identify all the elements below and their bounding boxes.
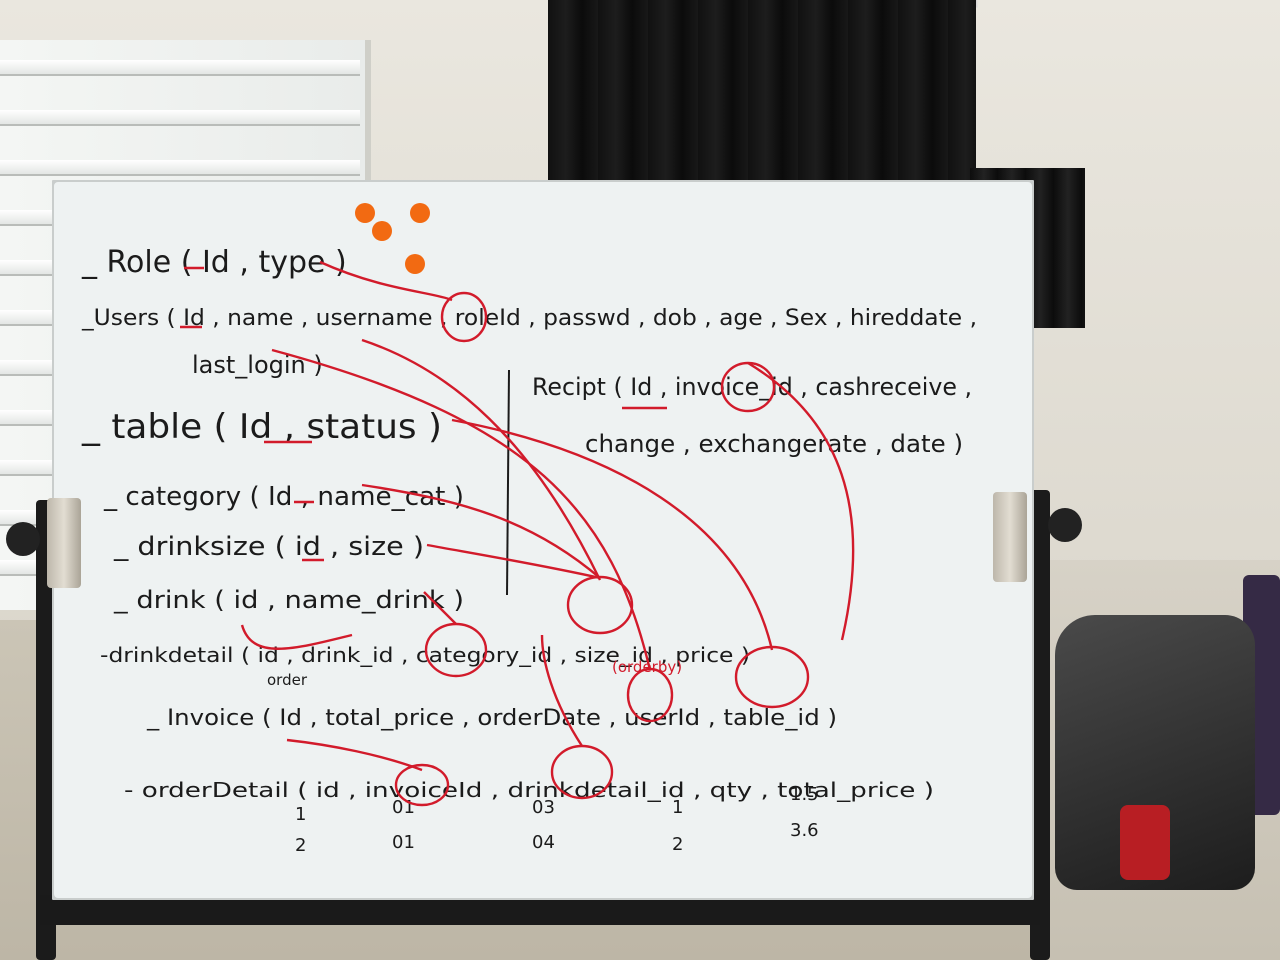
line-category: _ category ( Id , name_cat ) bbox=[103, 482, 464, 512]
relation-arrow bbox=[286, 738, 423, 772]
relation-arrow bbox=[451, 418, 774, 651]
fk-circle bbox=[394, 763, 450, 807]
relation-arrow bbox=[747, 361, 855, 641]
relation-arrow bbox=[319, 260, 453, 302]
relation-arrow bbox=[423, 591, 457, 625]
row-2-total: 3.6 bbox=[790, 820, 819, 841]
line-table: _ table ( Id , status ) bbox=[81, 407, 442, 447]
board-clip-left bbox=[47, 498, 81, 588]
relation-arrow bbox=[271, 348, 652, 671]
line-drinksize: _ drinksize ( id , size ) bbox=[113, 532, 424, 562]
stand-knob-left[interactable] bbox=[6, 522, 40, 556]
row-1-total: 1.5 bbox=[790, 784, 819, 805]
stand-left-leg bbox=[36, 500, 56, 960]
stand-right-leg bbox=[1030, 490, 1050, 960]
line-users-2: last_login ) bbox=[192, 351, 323, 379]
whiteboard: _ Role ( Id , type ) _Users ( Id , name … bbox=[52, 180, 1034, 900]
line-drink: _ drink ( id , name_drink ) bbox=[113, 586, 464, 614]
row-1-drinkdetail: 03 bbox=[532, 797, 555, 818]
annotation-order: order bbox=[267, 671, 308, 689]
row-2-drinkdetail: 04 bbox=[532, 832, 555, 853]
orange-magnet bbox=[405, 254, 425, 274]
blind-slat bbox=[0, 160, 360, 176]
relation-arrow bbox=[540, 634, 584, 747]
row-1-qty: 1 bbox=[672, 797, 683, 818]
orange-magnet bbox=[355, 203, 375, 223]
black-curtain bbox=[548, 0, 976, 190]
relation-arrow bbox=[361, 483, 601, 579]
relation-arrow bbox=[240, 624, 353, 650]
row-1-id: 1 bbox=[295, 804, 306, 825]
orange-magnet bbox=[410, 203, 430, 223]
blind-slat bbox=[0, 110, 360, 126]
blind-slat bbox=[0, 60, 360, 76]
row-2-id: 2 bbox=[295, 835, 306, 856]
line-users-1: _Users ( Id , name , username , roleId ,… bbox=[81, 306, 977, 331]
board-clip-right bbox=[993, 492, 1027, 582]
line-invoice: _ Invoice ( Id , total_price , orderDate… bbox=[146, 706, 837, 731]
line-receipt-1: Recipt ( Id , invoice_id , cashreceive , bbox=[532, 373, 972, 401]
row-2-qty: 2 bbox=[672, 834, 683, 855]
relation-arrow bbox=[361, 338, 602, 581]
relation-arrow bbox=[426, 543, 601, 580]
annotation-orderby: (orderby) bbox=[612, 658, 682, 676]
orange-magnet bbox=[372, 221, 392, 241]
divider-line bbox=[506, 369, 510, 596]
line-role: _ Role ( Id , type ) bbox=[81, 245, 347, 280]
line-orderdetail: - orderDetail ( id , invoiceId , drinkde… bbox=[124, 778, 934, 802]
whiteboard-surface bbox=[52, 180, 1034, 900]
stand-knob-right[interactable] bbox=[1048, 508, 1082, 542]
red-bag-accent bbox=[1120, 805, 1170, 880]
fk-circle bbox=[440, 291, 488, 343]
line-receipt-2: change , exchangerate , date ) bbox=[585, 430, 963, 458]
row-2-invoice: 01 bbox=[392, 832, 415, 853]
stand-bottom-bar bbox=[40, 895, 1040, 925]
